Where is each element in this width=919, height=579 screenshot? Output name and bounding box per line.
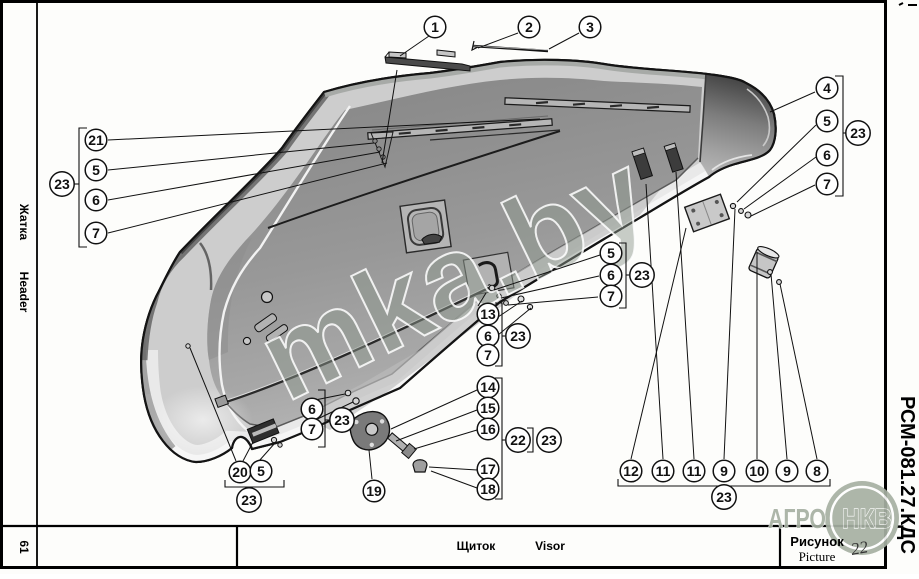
svg-text:15: 15 — [480, 400, 496, 416]
svg-text:1: 1 — [431, 19, 439, 35]
svg-text:6: 6 — [607, 267, 615, 283]
svg-text:22: 22 — [510, 432, 526, 448]
svg-text:22: 22 — [849, 537, 870, 559]
svg-text:7: 7 — [823, 176, 831, 192]
svg-text:5: 5 — [823, 113, 831, 129]
svg-text:7: 7 — [484, 347, 492, 363]
svg-text:Picture: Picture — [799, 549, 836, 564]
svg-text:5: 5 — [607, 245, 615, 261]
svg-text:13: 13 — [480, 306, 496, 322]
svg-text:20: 20 — [232, 464, 248, 480]
svg-text:23: 23 — [334, 412, 350, 428]
svg-text:Header: Header — [17, 272, 31, 313]
svg-text:Рисунок: Рисунок — [790, 534, 844, 549]
svg-text:6: 6 — [92, 192, 100, 208]
svg-text:РСМ-081.27.КДС: РСМ-081.27.КДС — [896, 396, 918, 554]
svg-text:23: 23 — [634, 267, 650, 283]
svg-text:14: 14 — [480, 379, 496, 395]
svg-text:НКВ: НКВ — [842, 503, 892, 534]
svg-text:10: 10 — [749, 463, 765, 479]
svg-text:17: 17 — [480, 461, 496, 477]
svg-text:3: 3 — [586, 19, 594, 35]
svg-text:9: 9 — [783, 463, 791, 479]
svg-text:19: 19 — [366, 483, 382, 499]
svg-text:АГРО: АГРО — [768, 503, 826, 534]
svg-text:21: 21 — [88, 132, 104, 148]
svg-text:6: 6 — [484, 328, 492, 344]
svg-text:6: 6 — [308, 401, 316, 417]
svg-text:Щиток: Щиток — [457, 539, 497, 553]
svg-text:9: 9 — [720, 463, 728, 479]
svg-text:11: 11 — [656, 463, 671, 479]
svg-text:Жатка: Жатка — [17, 203, 31, 241]
svg-text:7: 7 — [308, 421, 316, 437]
svg-text:7: 7 — [607, 288, 615, 304]
svg-text:18: 18 — [480, 481, 496, 497]
svg-text:4: 4 — [823, 80, 831, 96]
svg-text:11: 11 — [687, 463, 702, 479]
svg-text:23: 23 — [54, 176, 70, 192]
svg-text:6: 6 — [823, 147, 831, 163]
svg-text:23: 23 — [241, 492, 257, 508]
svg-text:23: 23 — [850, 125, 866, 141]
svg-text:61: 61 — [17, 540, 31, 554]
svg-text:23: 23 — [716, 489, 732, 505]
svg-text:5: 5 — [92, 162, 100, 178]
svg-text:7: 7 — [92, 225, 100, 241]
svg-text:2: 2 — [525, 19, 533, 35]
svg-text:12: 12 — [623, 463, 639, 479]
svg-text:Visor: Visor — [535, 539, 565, 553]
svg-text:23: 23 — [510, 328, 526, 344]
svg-text:8: 8 — [813, 463, 821, 479]
svg-text:23: 23 — [541, 432, 557, 448]
svg-text:16: 16 — [480, 421, 496, 437]
svg-text:5: 5 — [257, 463, 265, 479]
